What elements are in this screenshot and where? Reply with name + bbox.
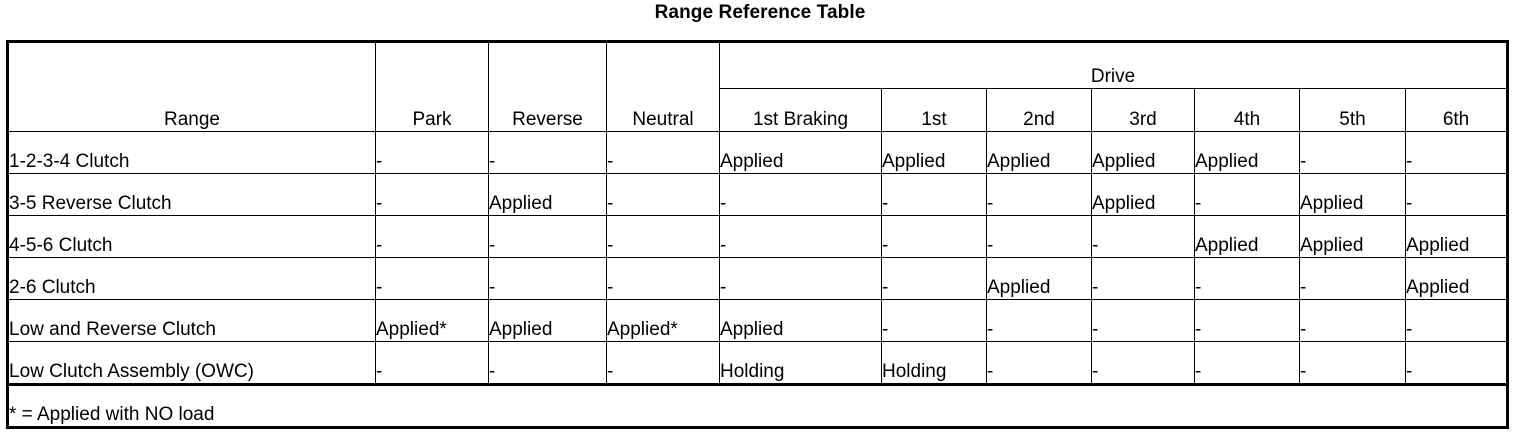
column-header-5th: 5th	[1299, 87, 1406, 133]
cell-park: Applied*	[375, 299, 489, 342]
cell-6th: -	[1404, 173, 1509, 216]
cell-1st: -	[881, 257, 987, 300]
column-header-range: Range	[7, 41, 376, 132]
cell-5th: Applied	[1299, 173, 1406, 216]
column-header-2nd: 2nd	[986, 87, 1092, 133]
row-label: 4-5-6 Clutch	[7, 215, 376, 258]
cell-5th: -	[1299, 131, 1406, 174]
cell-1st-braking: Applied	[719, 299, 882, 342]
row-label: Low and Reverse Clutch	[7, 299, 376, 342]
cell-1st: Applied	[881, 131, 987, 174]
cell-1st-braking: Applied	[719, 131, 882, 174]
cell-neutral: -	[606, 173, 720, 216]
cell-4th: -	[1194, 257, 1300, 300]
cell-2nd: -	[986, 299, 1092, 342]
row-label: 1-2-3-4 Clutch	[7, 131, 376, 174]
cell-3rd: -	[1091, 257, 1195, 300]
cell-6th: -	[1404, 341, 1509, 386]
cell-6th: -	[1404, 299, 1509, 342]
cell-3rd: Applied	[1091, 131, 1195, 174]
cell-neutral: Applied*	[606, 299, 720, 342]
cell-4th: -	[1194, 173, 1300, 216]
cell-6th: -	[1404, 131, 1509, 174]
table-header: Range Park Reverse Neutral Drive 1st Bra…	[7, 41, 1509, 133]
table-row: 2-6 Clutch - - - - - Applied - - - Appli…	[7, 257, 1509, 300]
column-header-park: Park	[375, 41, 489, 132]
header-row-sub: 1st Braking 1st 2nd 3rd 4th 5th 6th	[8, 87, 1509, 133]
cell-park: -	[375, 173, 489, 216]
cell-1st-braking: -	[719, 173, 882, 216]
cell-5th: -	[1299, 257, 1406, 300]
table-row: Low Clutch Assembly (OWC) - - - Holding …	[7, 341, 1509, 386]
cell-2nd: Applied	[986, 257, 1092, 300]
cell-park: -	[375, 131, 489, 174]
cell-3rd: Applied	[1091, 173, 1195, 216]
cell-neutral: -	[606, 215, 720, 258]
row-label: 3-5 Reverse Clutch	[7, 173, 376, 216]
cell-2nd: Applied	[986, 131, 1092, 174]
column-header-1st: 1st	[881, 87, 987, 133]
cell-reverse: -	[488, 341, 607, 386]
cell-3rd: -	[1091, 341, 1195, 386]
cell-neutral: -	[606, 131, 720, 174]
footnote-row: * = Applied with NO load	[6, 384, 1509, 428]
page-title: Range Reference Table	[654, 2, 866, 23]
column-header-6th: 6th	[1404, 87, 1509, 133]
cell-1st-braking: -	[719, 215, 882, 258]
cell-1st-braking: Holding	[719, 341, 882, 386]
table-row: Low and Reverse Clutch Applied* Applied …	[7, 299, 1509, 342]
cell-park: -	[375, 215, 489, 258]
range-reference-table: Range Park Reverse Neutral Drive 1st Bra…	[6, 40, 1510, 429]
table-footnote: * = Applied with NO load	[6, 384, 1509, 428]
cell-neutral: -	[606, 341, 720, 386]
table-row: 4-5-6 Clutch - - - - - - - Applied Appli…	[7, 215, 1509, 258]
range-reference-table-container: Range Park Reverse Neutral Drive 1st Bra…	[6, 40, 1510, 429]
column-header-reverse: Reverse	[488, 41, 607, 132]
cell-reverse: -	[488, 257, 607, 300]
column-header-1st-braking: 1st Braking	[719, 87, 882, 133]
row-label: Low Clutch Assembly (OWC)	[7, 341, 376, 386]
cell-1st: -	[881, 173, 987, 216]
cell-5th: Applied	[1299, 215, 1406, 258]
header-row-group: Range Park Reverse Neutral Drive	[7, 41, 1509, 132]
cell-1st: -	[881, 299, 987, 342]
cell-reverse: Applied	[488, 299, 607, 342]
cell-reverse: Applied	[488, 173, 607, 216]
cell-3rd: -	[1091, 299, 1195, 342]
cell-5th: -	[1299, 341, 1406, 386]
cell-park: -	[375, 257, 489, 300]
cell-5th: -	[1299, 299, 1406, 342]
cell-6th: Applied	[1404, 257, 1509, 300]
cell-1st: -	[881, 215, 987, 258]
column-header-neutral: Neutral	[606, 41, 720, 132]
table-row: 1-2-3-4 Clutch - - - Applied Applied App…	[7, 131, 1509, 174]
cell-2nd: -	[986, 173, 1092, 216]
cell-6th: Applied	[1404, 215, 1509, 258]
row-label: 2-6 Clutch	[7, 257, 376, 300]
cell-2nd: -	[986, 341, 1092, 386]
table-row: 3-5 Reverse Clutch - Applied - - - - App…	[7, 173, 1509, 216]
cell-4th: -	[1194, 299, 1300, 342]
cell-4th: Applied	[1194, 131, 1300, 174]
cell-1st: Holding	[881, 341, 987, 386]
column-group-header-drive: Drive	[718, 41, 1509, 89]
cell-reverse: -	[488, 131, 607, 174]
cell-4th: -	[1194, 341, 1300, 386]
cell-2nd: -	[986, 215, 1092, 258]
column-header-4th: 4th	[1194, 87, 1300, 133]
cell-4th: Applied	[1194, 215, 1300, 258]
cell-park: -	[375, 341, 489, 386]
cell-1st-braking: -	[719, 257, 882, 300]
table-body: 1-2-3-4 Clutch - - - Applied Applied App…	[6, 131, 1509, 428]
cell-3rd: -	[1091, 215, 1195, 258]
column-header-3rd: 3rd	[1091, 87, 1195, 133]
cell-reverse: -	[488, 215, 607, 258]
cell-neutral: -	[606, 257, 720, 300]
